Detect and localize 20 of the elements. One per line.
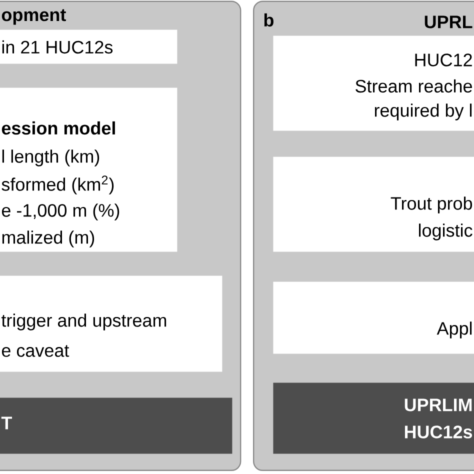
result-text: T <box>1 416 12 430</box>
body-text: malized (m) <box>2 230 94 248</box>
result-text: HUC12s <box>404 426 472 438</box>
body-text: Trout prob <box>390 196 472 214</box>
heading: UPRL <box>424 16 472 28</box>
result-text: UPRLIM <box>404 398 472 412</box>
body-text: l length (km) <box>2 150 100 166</box>
heading: opment <box>2 9 66 25</box>
body-text: sformed (km$^{2}$) <box>2 176 114 194</box>
panel-letter: b <box>264 13 274 27</box>
heading: ession model <box>2 121 115 135</box>
body-text: HUC12 <box>415 54 472 66</box>
body-text: e caveat <box>2 345 70 357</box>
body-text: trigger and upstream <box>1 314 166 330</box>
body-text: Appl <box>436 322 472 338</box>
body-text: logistic <box>419 224 472 240</box>
body-text: e -1,000 m (%) <box>2 204 120 220</box>
body-text: in 21 HUC12s <box>2 40 113 54</box>
body-text: Stream reache <box>356 79 472 93</box>
body-text: required by l <box>374 104 472 120</box>
